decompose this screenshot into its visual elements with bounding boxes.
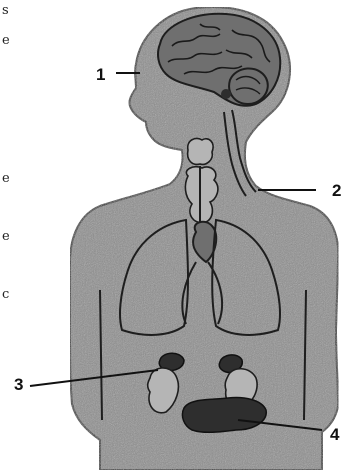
label-1: 1 [96,65,105,84]
pituitary-gland [221,89,231,99]
label-2: 2 [332,181,341,200]
edge-fragment-4: e [2,229,10,244]
pancreas [182,398,266,433]
thyroid-gland [188,138,213,164]
edge-fragment-1: s [2,3,9,18]
edge-fragment-5: c [2,287,9,302]
cerebellum [229,68,268,104]
label-4: 4 [330,425,340,444]
edge-fragment-3: e [2,171,10,186]
label-3: 3 [14,375,23,394]
edge-fragment-2: e [2,33,10,48]
